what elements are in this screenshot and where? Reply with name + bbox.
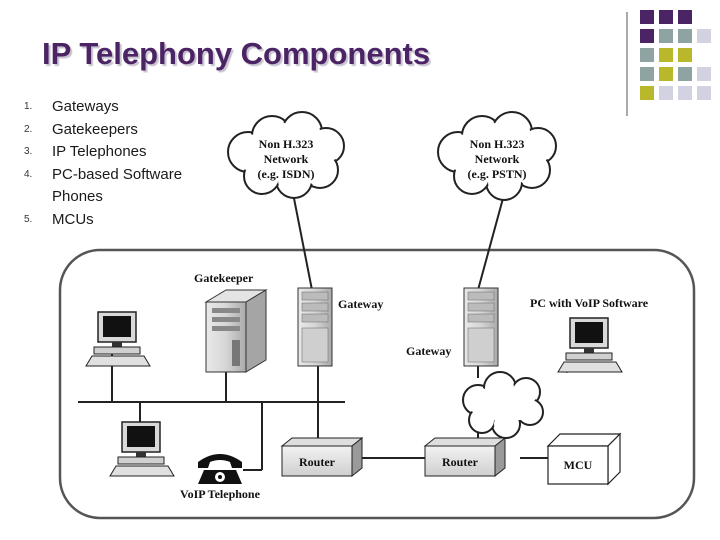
component-list: 1. Gateways 2. Gatekeepers 3. IP Telephones… [24,96,232,232]
gatekeeper-server-icon [204,289,268,373]
list-item-text: Gateways [52,98,119,115]
pstn-cloud: Non H.323 Network (e.g. PSTN) [437,111,557,201]
list-item-text: IP Telephones [52,143,147,161]
list-number: 4. [24,168,33,180]
gateway-right-label: Gateway [406,344,451,358]
list-item: 1. Gateways [24,96,232,119]
router-right-label: Router [442,455,479,469]
list-item: 4. PC-based Software Phones [24,164,232,209]
isdn-cloud-label-2: Network [264,152,309,166]
router-left-label: Router [299,455,336,469]
mcu-icon [546,432,622,486]
list-item: 5. MCUs [24,209,232,232]
isdn-cloud-label-1: Non H.323 [259,137,314,151]
decorative-squares [640,10,711,100]
gateway-left-label: Gateway [338,297,383,311]
list-item-text: PC-based Software Phones [52,165,183,206]
gateway-left-icon [297,287,333,367]
pc-computer-icon [109,421,175,477]
mcu-label: MCU [564,458,593,472]
pc-voip-computer-icon [557,317,623,373]
list-item: 3. IP Telephones [24,141,232,164]
wan-cloud [462,371,544,439]
pc-computer-icon [85,311,151,367]
network-boundary [58,248,696,520]
slide-title: IP Telephony Components [42,36,431,71]
telephone-icon [198,454,242,484]
list-number: 1. [24,101,33,112]
isdn-cloud-label-3: (e.g. ISDN) [258,167,315,181]
list-item-text: MCUs [52,210,94,228]
pstn-cloud-label-2: Network [475,152,520,166]
pc-voip-label: PC with VoIP Software [530,296,649,310]
list-number: 2. [24,123,33,135]
list-item-text: Gatekeepers [52,120,138,138]
pstn-cloud-label-1: Non H.323 [470,137,525,151]
list-number: 3. [24,146,33,158]
gateway-right-icon [463,287,499,367]
pstn-cloud-label-3: (e.g. PSTN) [468,167,527,181]
list-item: 2. Gatekeepers [24,119,232,142]
voip-telephone-label: VoIP Telephone [180,487,261,501]
router-left-icon [280,436,364,478]
list-number: 5. [24,213,33,225]
gatekeeper-label: Gatekeeper [194,271,254,285]
isdn-cloud: Non H.323 Network (e.g. ISDN) [227,111,345,199]
router-right-icon [423,436,507,478]
